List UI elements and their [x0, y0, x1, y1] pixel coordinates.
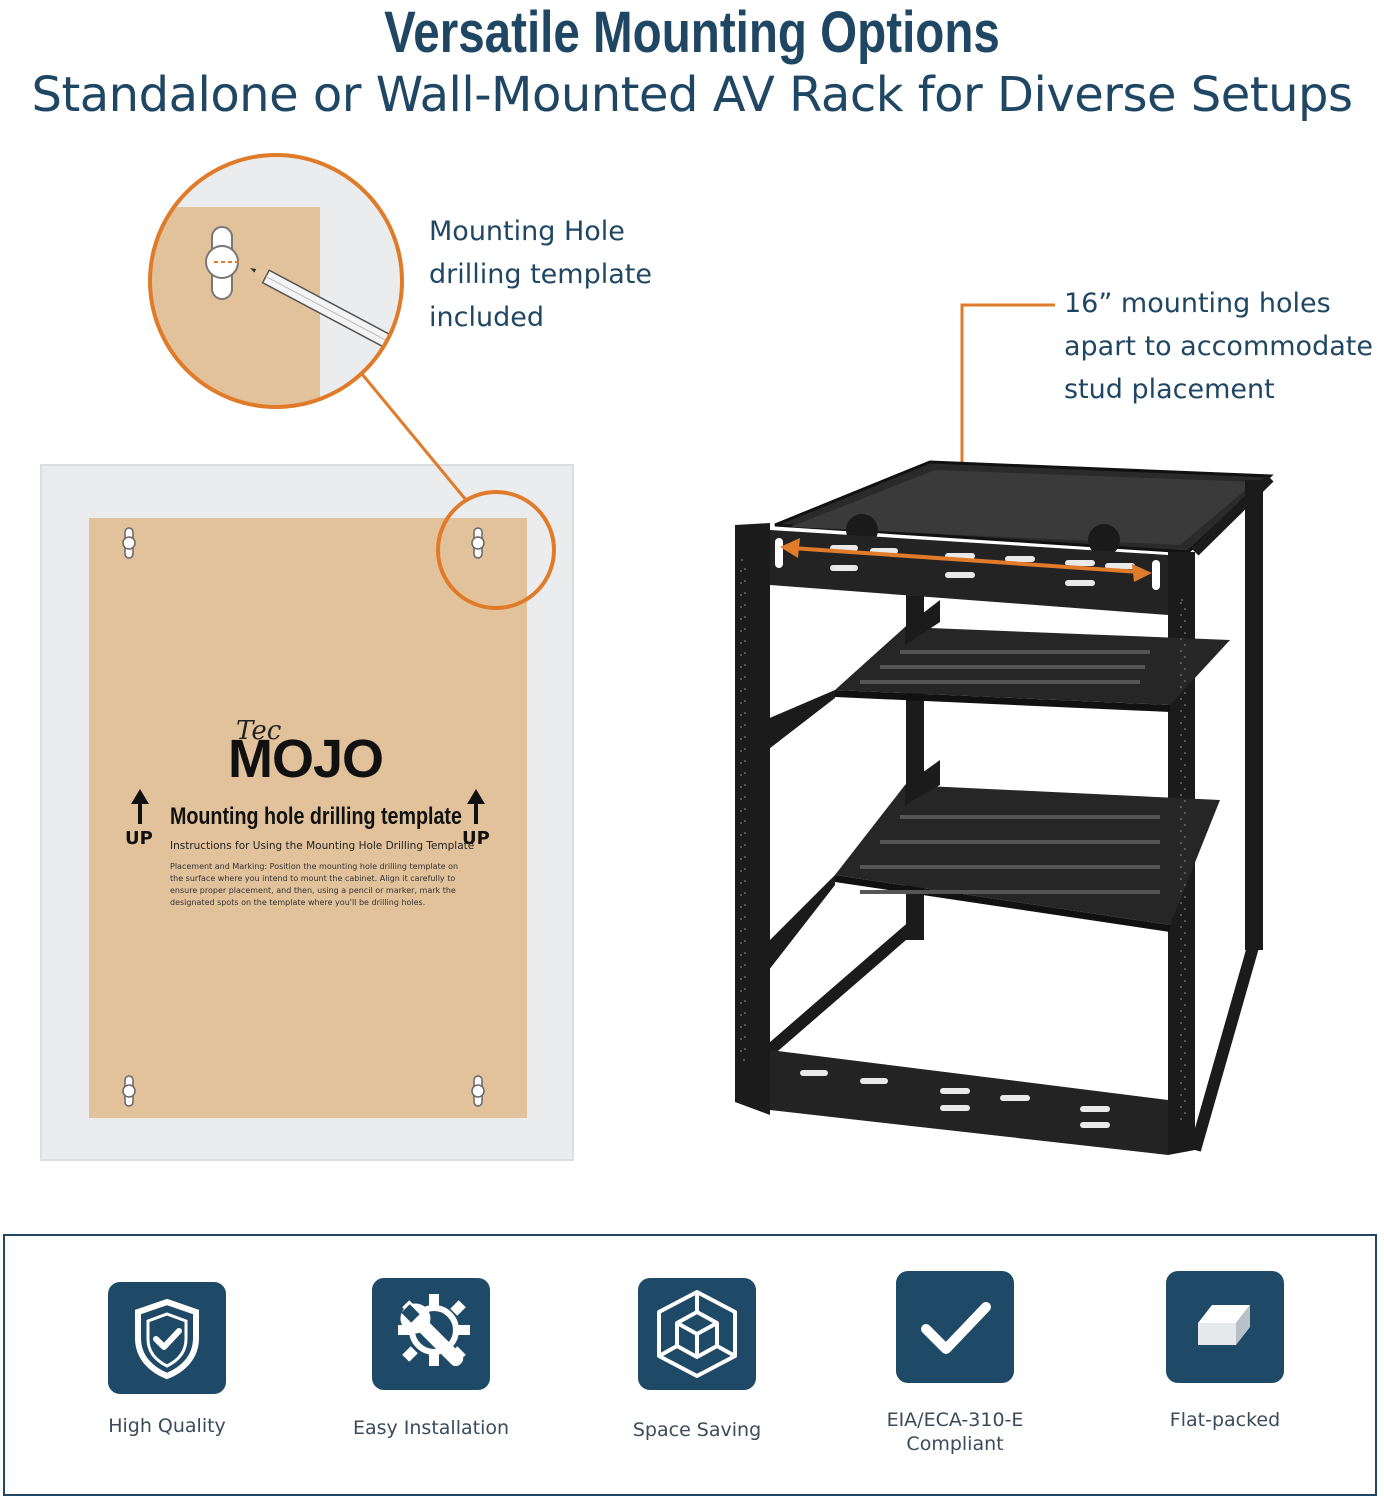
callout-line: stud placement [1064, 374, 1275, 405]
callout-line: drilling template [429, 259, 652, 290]
shield-check-icon [108, 1282, 226, 1394]
up-arrow-icon [131, 789, 485, 824]
av-rack-illustration [735, 303, 1274, 1155]
callout-line: 16” mounting holes [1064, 288, 1331, 319]
callout-line: Mounting Hole [429, 216, 625, 247]
up-label-left: UP [125, 828, 153, 849]
zoom-detail [150, 155, 402, 407]
feature-label: High Quality [108, 1415, 226, 1437]
callout-line: included [429, 302, 544, 333]
brand-logo: MOJO [228, 729, 384, 789]
up-label-right: UP [462, 828, 490, 849]
wall-template-illustration [40, 153, 574, 1161]
template-heading: Mounting hole drilling template [170, 803, 462, 830]
feature-label: Space Saving [632, 1419, 762, 1441]
feature-label: Easy Installation [352, 1417, 510, 1439]
highlight-circle [436, 490, 556, 610]
template-instructions-title: Instructions for Using the Mounting Hole… [170, 840, 475, 852]
checkmark-icon [896, 1271, 1014, 1383]
page-title: Versatile Mounting Options [384, 0, 1000, 65]
keyhole-mark [122, 527, 485, 1107]
feature-label: Flat-packed [1169, 1409, 1281, 1431]
template-instructions-body: Placement and Marking: Position the moun… [170, 862, 459, 907]
callout-holes-text: 16” mounting holes apart to accommodate … [1064, 282, 1373, 411]
page-subtitle: Standalone or Wall-Mounted AV Rack for D… [31, 67, 1353, 123]
brand-logo-small: Tec [236, 716, 282, 746]
template-sheet [89, 518, 527, 1118]
callout-line: apart to accommodate [1064, 331, 1373, 362]
callout-template-text: Mounting Hole drilling template included [429, 210, 652, 339]
cube-icon [638, 1278, 756, 1390]
wrench-gear-icon [372, 1278, 490, 1390]
flat-box-icon [1166, 1271, 1284, 1383]
feature-label: EIA/ECA-310-E Compliant [886, 1409, 1024, 1455]
